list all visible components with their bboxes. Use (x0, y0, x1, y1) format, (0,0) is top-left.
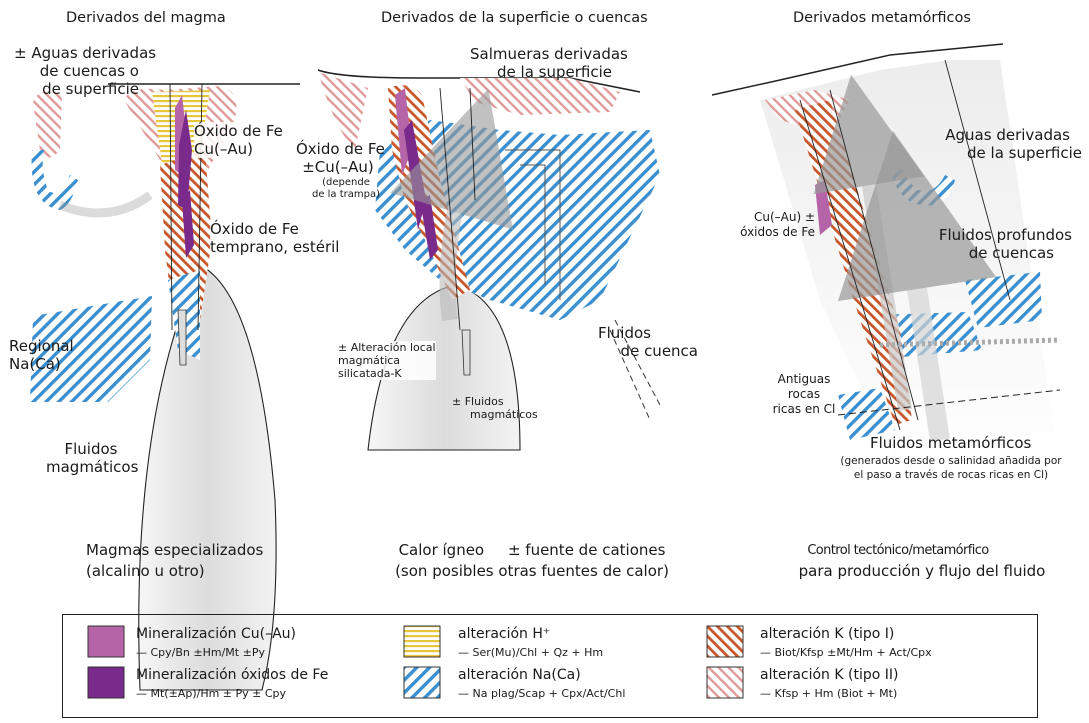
legend-k1-sub: — Biot/Kfsp ±Mt/Hm + Act/Cpx (760, 646, 932, 659)
legend-na-sub: — Na plag/Scap + Cpx/Act/Chl (458, 687, 625, 700)
legend-h-sub: — Ser(Mu)/Chl + Qz + Hm (458, 646, 603, 659)
label-cu-oxides: Cu(–Au) ±óxidos de Fe (720, 210, 815, 240)
legend-na-title: alteración Na(Ca) (458, 667, 581, 684)
header-metamorphic: Derivados metamórficos (793, 10, 971, 27)
panel-magma-derived (30, 84, 300, 690)
label-fe-oxide-cu-2: Óxido de Fe±Cu(–Au) (296, 140, 380, 176)
legend-k2-sub: — Kfsp + Hm (Biot + Mt) (760, 687, 897, 700)
header-surface: Derivados de la superficie o cuencas (381, 10, 648, 27)
legend-k1-title: alteración K (tipo I) (760, 626, 894, 643)
label-meta-fluids: Fluidos metamórficos (870, 434, 1031, 452)
footer-surface: Calor ígneo ± fuente de cationes(son pos… (382, 540, 682, 582)
footer-magma: Magmas especializados(alcalino u otro) (86, 540, 263, 582)
label-meta-note: (generados desde o salinidad añadida por… (820, 454, 1082, 482)
legend-fe-sub: — Mt(±Ap)/Hm ± Py ± Cpy (136, 687, 286, 700)
legend-cu-title: Mineralización Cu(–Au) (136, 626, 296, 643)
panel-surface-derived (318, 70, 660, 450)
legend-fe-title: Mineralización óxidos de Fe (136, 667, 328, 684)
legend-h-title: alteración H⁺ (458, 626, 550, 643)
legend-cu-sub: — Cpy/Bn ±Hm/Mt ±Py (136, 646, 265, 659)
header-magma: Derivados del magma (66, 10, 226, 27)
legend-k2-title: alteración K (tipo II) (760, 667, 898, 684)
